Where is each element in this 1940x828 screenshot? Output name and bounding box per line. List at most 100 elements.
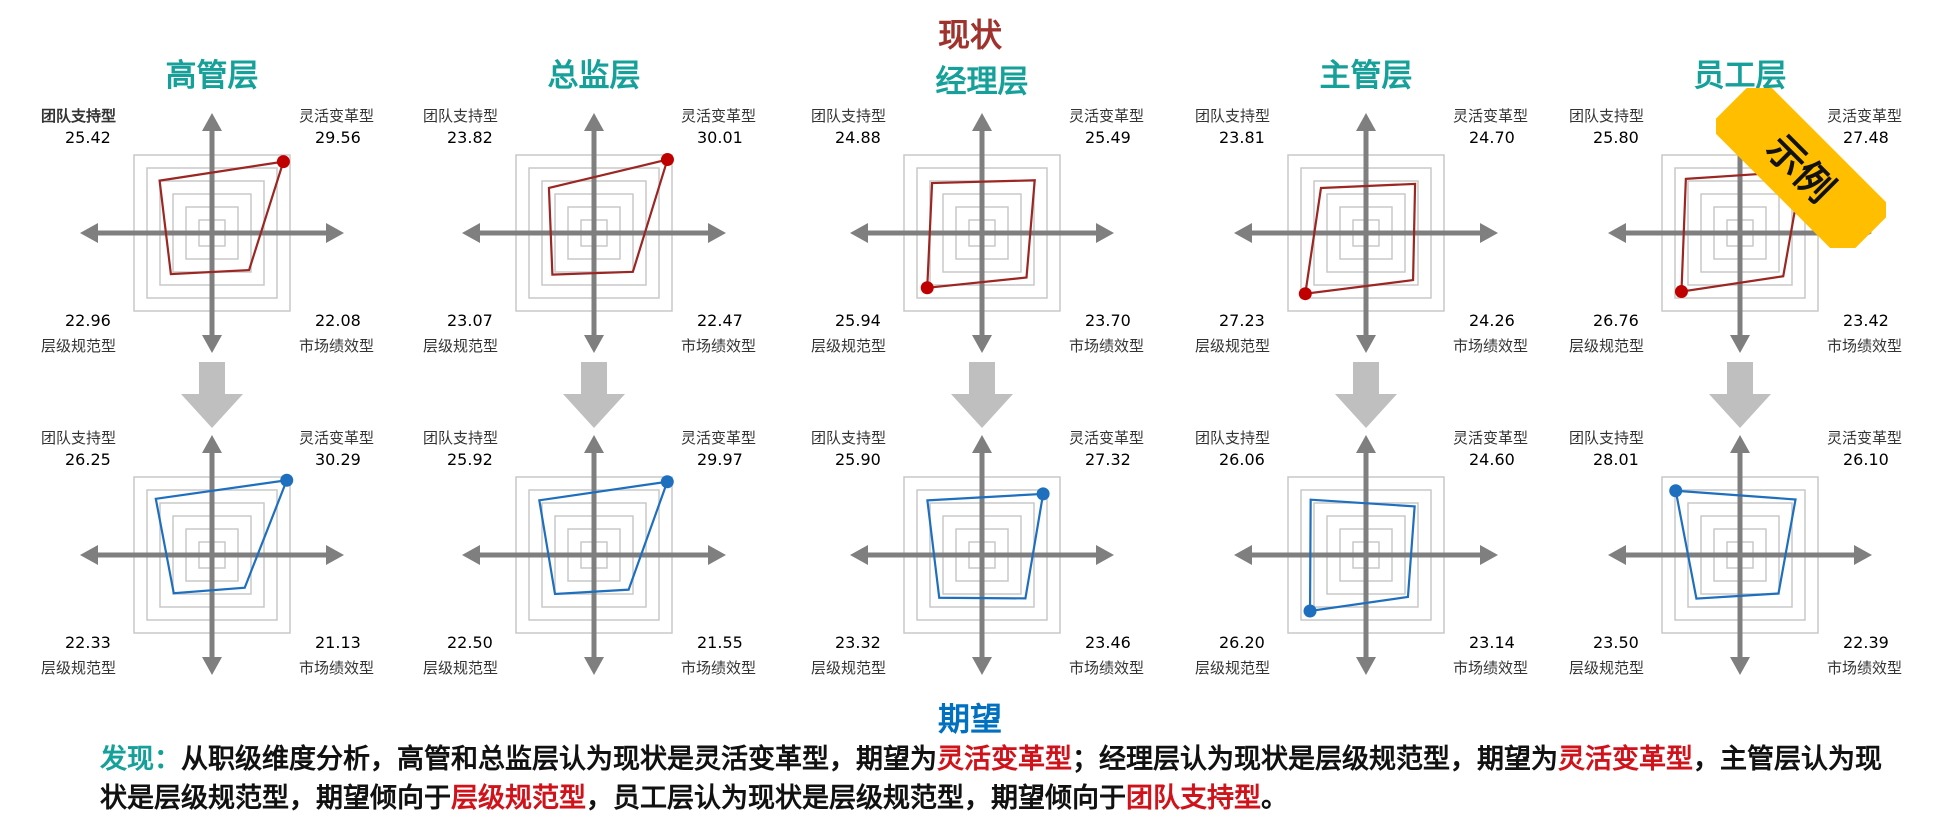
dimension-label: 市场绩效型: [1453, 659, 1529, 677]
value-label: 29.97: [697, 450, 743, 469]
finding-text: 发现：从职级维度分析，高管和总监层认为现状是灵活变革型，期望为灵活变革型；经理层…: [100, 740, 1900, 818]
axes: [476, 447, 712, 663]
dimension-label: 灵活变革型: [1827, 429, 1903, 447]
value-label: 27.23: [1219, 311, 1265, 330]
dimension-label: 层级规范型: [41, 659, 117, 677]
max-point-marker: [1036, 487, 1050, 501]
current-radar-chart: [850, 113, 1114, 353]
dimension-label: 层级规范型: [1195, 659, 1271, 677]
arrow-up-icon: [972, 113, 992, 131]
finding-highlight: 灵活变革型: [937, 744, 1072, 775]
arrow-down-icon: [1356, 335, 1376, 353]
down-arrow-icon: [563, 362, 625, 428]
axes: [1622, 447, 1858, 663]
expected-profile-polygon: [1308, 498, 1416, 613]
current-radar-chart: [1234, 113, 1498, 353]
level-title: 主管层: [1319, 58, 1413, 94]
value-label: 23.14: [1469, 633, 1515, 652]
dimension-label: 市场绩效型: [681, 337, 757, 355]
axis-arrows: [462, 113, 726, 353]
expected-radar-chart: [1234, 435, 1498, 675]
axis-arrows: [462, 435, 726, 675]
dimension-label: 层级规范型: [811, 337, 887, 355]
expected-profile-polygon: [926, 492, 1045, 600]
expected-state-label: 期望: [937, 700, 1002, 738]
value-label: 30.29: [315, 450, 361, 469]
level-title: 员工层: [1693, 58, 1787, 94]
arrow-up-icon: [202, 113, 222, 131]
arrow-down-icon: [202, 335, 222, 353]
arrow-right-icon: [326, 223, 344, 243]
dimension-label: 团队支持型: [41, 429, 117, 447]
axis-arrows: [1234, 113, 1498, 353]
max-point-marker: [920, 281, 934, 295]
current-state-label: 现状: [937, 16, 1002, 54]
finding-part: ；经理层认为现状是层级规范型，期望为: [1072, 744, 1558, 775]
arrow-up-icon: [584, 435, 604, 453]
finding-part: ，主管层认为现状是层级规范型，期望倾向于: [100, 744, 1882, 814]
value-label: 22.50: [447, 633, 493, 652]
down-arrow-icon: [1335, 362, 1397, 428]
finding-highlight: 层级规范型: [451, 783, 586, 814]
value-label: 27.48: [1843, 128, 1889, 147]
value-label: 23.82: [447, 128, 493, 147]
finding-highlight: 灵活变革型: [1558, 744, 1693, 775]
current-profile-polygon: [547, 158, 670, 276]
value-label: 26.76: [1593, 311, 1639, 330]
dimension-label: 灵活变革型: [681, 429, 757, 447]
value-label: 27.32: [1085, 450, 1131, 469]
axes: [864, 447, 1100, 663]
axes: [1622, 125, 1858, 341]
axes: [94, 447, 330, 663]
dimension-label: 市场绩效型: [299, 337, 375, 355]
arrow-up-icon: [972, 435, 992, 453]
value-label: 26.06: [1219, 450, 1265, 469]
dimension-label: 灵活变革型: [1069, 107, 1145, 125]
value-label: 23.46: [1085, 633, 1131, 652]
dimension-label: 市场绩效型: [1827, 659, 1903, 677]
arrow-right-icon: [1480, 223, 1498, 243]
finding-part: 从职级维度分析，高管和总监层认为现状是灵活变革型，期望为: [181, 744, 937, 775]
arrow-down-icon: [584, 657, 604, 675]
dimension-label: 层级规范型: [41, 337, 117, 355]
value-label: 28.01: [1593, 450, 1639, 469]
expected-profile-polygon: [1674, 489, 1797, 600]
dimension-label: 层级规范型: [423, 337, 499, 355]
arrow-down-icon: [1730, 335, 1750, 353]
axis-arrows: [80, 113, 344, 353]
dimension-label: 市场绩效型: [681, 659, 757, 677]
arrow-down-icon: [1356, 657, 1376, 675]
value-label: 26.25: [65, 450, 111, 469]
level-title: 高管层: [165, 58, 259, 94]
value-label: 30.01: [697, 128, 743, 147]
arrow-down-icon: [202, 657, 222, 675]
arrow-left-icon: [1608, 223, 1626, 243]
value-label: 22.08: [315, 311, 361, 330]
dimension-label: 层级规范型: [423, 659, 499, 677]
dimension-label: 灵活变革型: [1069, 429, 1145, 447]
arrow-down-icon: [972, 657, 992, 675]
value-label: 22.96: [65, 311, 111, 330]
dimension-label: 团队支持型: [423, 107, 499, 125]
axes: [476, 125, 712, 341]
arrow-up-icon: [1356, 113, 1376, 131]
dimension-label: 团队支持型: [423, 429, 499, 447]
value-label: 24.26: [1469, 311, 1515, 330]
expected-radar-chart: [462, 435, 726, 675]
arrow-right-icon: [1096, 545, 1114, 565]
max-point-marker: [1303, 604, 1317, 618]
arrow-up-icon: [584, 113, 604, 131]
dimension-label: 团队支持型: [1569, 107, 1645, 125]
arrow-left-icon: [80, 223, 98, 243]
max-point-marker: [1669, 484, 1683, 498]
value-label: 23.70: [1085, 311, 1131, 330]
expected-radar-chart: [80, 435, 344, 675]
value-label: 23.32: [835, 633, 881, 652]
value-label: 25.94: [835, 311, 881, 330]
dimension-label: 层级规范型: [811, 659, 887, 677]
arrow-left-icon: [1608, 545, 1626, 565]
dimension-label: 灵活变革型: [681, 107, 757, 125]
value-label: 23.81: [1219, 128, 1265, 147]
dimension-label: 团队支持型: [1195, 429, 1271, 447]
current-radar-chart: [80, 113, 344, 353]
